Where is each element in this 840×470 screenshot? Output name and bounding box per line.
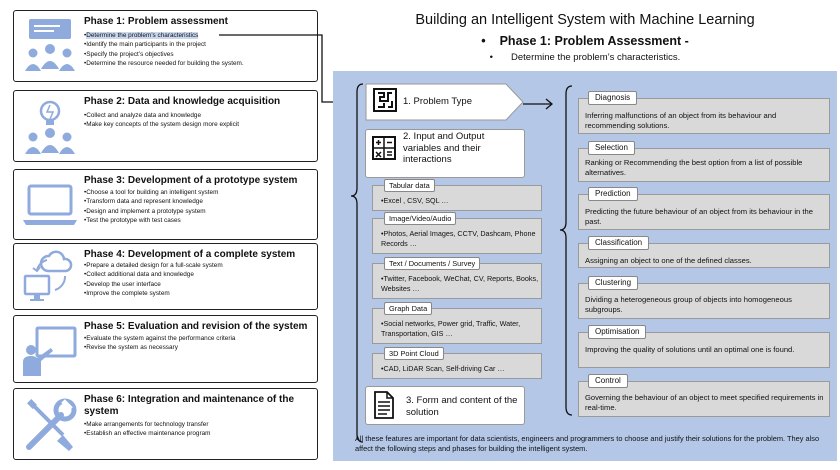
laptop-icon <box>19 176 81 241</box>
data-type-label: 3D Point Cloud <box>384 347 444 360</box>
data-type-examples: •Excel , CSV, SQL … <box>381 196 449 205</box>
problem-type-label: Diagnosis <box>588 91 638 105</box>
phase-bullet: Determine the resource needed for buildi… <box>84 59 313 68</box>
problem-type-label: Optimisation <box>588 325 647 339</box>
phase-bullet: Make arrangements for technology transfe… <box>84 420 313 429</box>
problem-type-description: Dividing a heterogeneous group of object… <box>585 295 792 314</box>
phase-6-card: Phase 6: Integration and maintenance of … <box>13 388 318 460</box>
phase-bullet: Specify the project’s objectives <box>84 50 313 59</box>
phase-bullet: Prepare a detailed design for a full-sca… <box>84 261 313 270</box>
data-type-examples: •Twitter, Facebook, WeChat, CV, Reports,… <box>381 274 539 293</box>
phase-3-card: Phase 3: Development of a prototype syst… <box>13 169 318 240</box>
subtitle-text: Phase 1: Problem Assessment - <box>499 34 689 48</box>
document-icon <box>374 391 394 424</box>
phase-title: Phase 6: Integration and maintenance of … <box>84 394 295 417</box>
problem-type-label: Selection <box>588 141 635 155</box>
whiteboard-presenter-icon <box>19 322 81 385</box>
problem-type-description: Predicting the future behaviour of an ob… <box>585 207 813 226</box>
phase-1-card: Phase 1: Problem assessment Determine th… <box>13 10 318 82</box>
solution-form-title: 3. Form and content of the solution <box>406 395 518 418</box>
problem-type-box <box>365 83 524 121</box>
subtitle: •Phase 1: Problem Assessment - <box>481 34 689 48</box>
problem-type-description: Inferring malfunctions of an object from… <box>585 111 777 130</box>
math-operators-icon <box>372 136 396 165</box>
problem-type-description: Improving the quality of solutions until… <box>585 345 795 354</box>
phase-bullets: Prepare a detailed design for a full-sca… <box>84 261 313 299</box>
data-type-label: Image/Video/Audio <box>384 212 457 225</box>
phase-title: Phase 2: Data and knowledge acquisition <box>84 96 281 107</box>
wrench-screwdriver-icon <box>19 395 81 462</box>
phase-bullet: Test the prototype with test cases <box>84 216 313 225</box>
lightbulb-team-icon <box>19 97 81 162</box>
phase-bullet: Choose a tool for building an intelligen… <box>84 188 313 197</box>
phase-bullets: Make arrangements for technology transfe… <box>84 420 313 439</box>
phase-title: Phase 3: Development of a prototype syst… <box>84 175 298 186</box>
presentation-team-icon <box>19 17 81 82</box>
phase-bullet: Evaluate the system against the performa… <box>84 334 313 343</box>
problem-type-label: Prediction <box>588 187 638 201</box>
data-type-examples: •CAD, LiDAR Scan, Self-driving Car … <box>381 364 505 373</box>
phase-bullet: Establish an effective maintenance progr… <box>84 429 313 438</box>
puzzle-icon <box>373 88 397 117</box>
phase-title: Phase 4: Development of a complete syste… <box>84 249 296 260</box>
footer-note: All these features are important for dat… <box>355 434 820 453</box>
phase-4-card: Phase 4: Development of a complete syste… <box>13 243 318 310</box>
highlighted-bullet: Determine the problem’s characteristics <box>86 32 199 39</box>
problem-type-label: Clustering <box>588 276 639 290</box>
problem-type-description: Assigning an object to one of the define… <box>585 256 752 265</box>
phase-title: Phase 1: Problem assessment <box>84 16 228 27</box>
problem-type-label: Control <box>588 374 628 388</box>
data-type-label: Tabular data <box>384 179 435 192</box>
phase-bullet: Make key concepts of the system design m… <box>84 120 313 129</box>
phase-bullet: Determine the problem’s characteristics <box>84 31 313 40</box>
data-type-examples: •Social networks, Power grid, Traffic, W… <box>381 319 521 338</box>
data-type-label: Graph Data <box>384 302 433 315</box>
page-title: Building an Intelligent System with Mach… <box>415 12 755 28</box>
phase-2-card: Phase 2: Data and knowledge acquisition … <box>13 90 318 162</box>
phase-bullet: Transform data and represent knowledge <box>84 197 313 206</box>
problem-type-label: Classification <box>588 236 650 250</box>
phase-bullet: Collect additional data and knowledge <box>84 270 313 279</box>
data-type-label: Text / Documents / Survey <box>384 257 481 270</box>
sub-subtitle-text: Determine the problem’s characteristics. <box>511 52 681 63</box>
phase-bullets: Collect and analyze data and knowledge M… <box>84 111 313 130</box>
problem-type-description: Governing the behaviour of an object to … <box>585 393 824 412</box>
phase-bullet: Collect and analyze data and knowledge <box>84 111 313 120</box>
cloud-sync-icon <box>19 250 81 311</box>
phase-bullets: Determine the problem’s characteristics … <box>84 31 313 69</box>
data-type-examples: •Photos, Aerial Images, CCTV, Dashcam, P… <box>381 229 536 248</box>
phase-bullets: Evaluate the system against the performa… <box>84 334 313 353</box>
problem-type-description: Ranking or Recommending the best option … <box>585 158 803 177</box>
phase-bullet: Identify the main participants in the pr… <box>84 40 313 49</box>
data-type-box <box>372 308 542 344</box>
phase-bullet: Design and implement a prototype system <box>84 207 313 216</box>
phase-bullet: Develop the user interface <box>84 280 313 289</box>
phase-bullet: Improve the complete system <box>84 289 313 298</box>
problem-type-title: 1. Problem Type <box>403 96 473 107</box>
phase-title: Phase 5: Evaluation and revision of the … <box>84 321 308 332</box>
sub-subtitle: •Determine the problem’s characteristics… <box>489 52 681 63</box>
phase-5-card: Phase 5: Evaluation and revision of the … <box>13 315 318 383</box>
io-variables-title: 2. Input and Output variables and their … <box>403 131 485 165</box>
phase-bullets: Choose a tool for building an intelligen… <box>84 188 313 226</box>
phase-bullet: Revise the system as necessary <box>84 343 313 352</box>
